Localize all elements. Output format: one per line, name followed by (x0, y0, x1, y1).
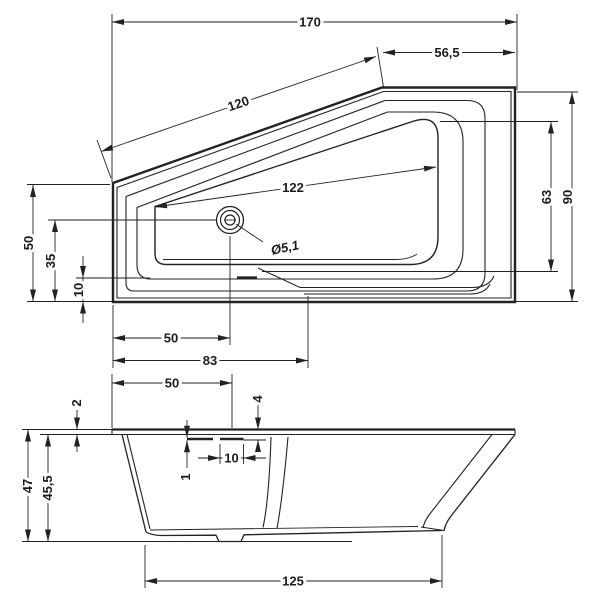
top-view-dimension-labels: 170 56,5 120 122 Ø5,1 63 90 50 35 10 50 … (18, 12, 578, 372)
side-view-extension-lines (22, 374, 443, 588)
side-view-dimension-lines (25, 380, 442, 584)
side-bottom-outer (145, 529, 443, 543)
side-view: 50 2 4 1 10 47 45,5 125 (17, 373, 516, 592)
dim-angled-edge: 120 (226, 93, 251, 114)
side-left-wall-outer (121, 434, 147, 533)
dim-rail-thickness: 1 (178, 473, 193, 480)
side-bottom-inner (149, 526, 419, 531)
dim-shell-height: 45,5 (40, 475, 55, 500)
basin-floor-edge (163, 253, 418, 260)
dim-drain-diameter: Ø5,1 (270, 237, 301, 258)
dim-step-from-left: 83 (203, 353, 217, 368)
tub-contour-1 (125, 99, 486, 292)
dim-overall-width: 90 (560, 190, 575, 204)
basin-outline (154, 118, 439, 266)
dim-base-length: 125 (282, 574, 304, 589)
dim-basin-length: 122 (282, 180, 304, 195)
dim-floor-edge: 10 (71, 283, 86, 297)
tub-contour-2 (136, 111, 464, 280)
seat-step-lower-edge (304, 283, 491, 295)
tub-outer-outline (111, 86, 517, 304)
dim-overall-length: 170 (299, 15, 321, 30)
top-view: 170 56,5 120 122 Ø5,1 63 90 50 35 10 50 … (18, 12, 578, 372)
dim-rim-thickness: 2 (69, 399, 84, 406)
dim-top-right-edge: 56,5 (434, 45, 459, 60)
side-right-wall-inner (422, 434, 493, 529)
seat-step-edge (257, 267, 495, 289)
dim-rail-width: 10 (224, 451, 238, 466)
side-step-line-1 (262, 436, 272, 528)
drain (215, 205, 245, 235)
dim-basin-depth-right: 63 (539, 190, 554, 204)
dim-drain-from-bottom: 35 (43, 254, 58, 268)
dim-total-height: 47 (20, 479, 35, 493)
dim-side-drain-from-left: 50 (165, 376, 179, 391)
dim-drain-from-left: 50 (164, 331, 178, 346)
side-step-line-2 (276, 436, 289, 529)
top-view-extension-lines (27, 14, 578, 368)
dim-rail-depth: 4 (250, 395, 265, 403)
side-left-wall-inner (126, 434, 151, 530)
top-view-dimension-lines (30, 19, 575, 364)
tub-rim-inner-edge (116, 90, 512, 299)
side-view-dimension-labels: 50 2 4 1 10 47 45,5 125 (17, 373, 307, 592)
side-right-wall-outer (443, 434, 516, 532)
dim-left-edge-height: 50 (21, 236, 36, 250)
side-base-foot (420, 526, 445, 532)
